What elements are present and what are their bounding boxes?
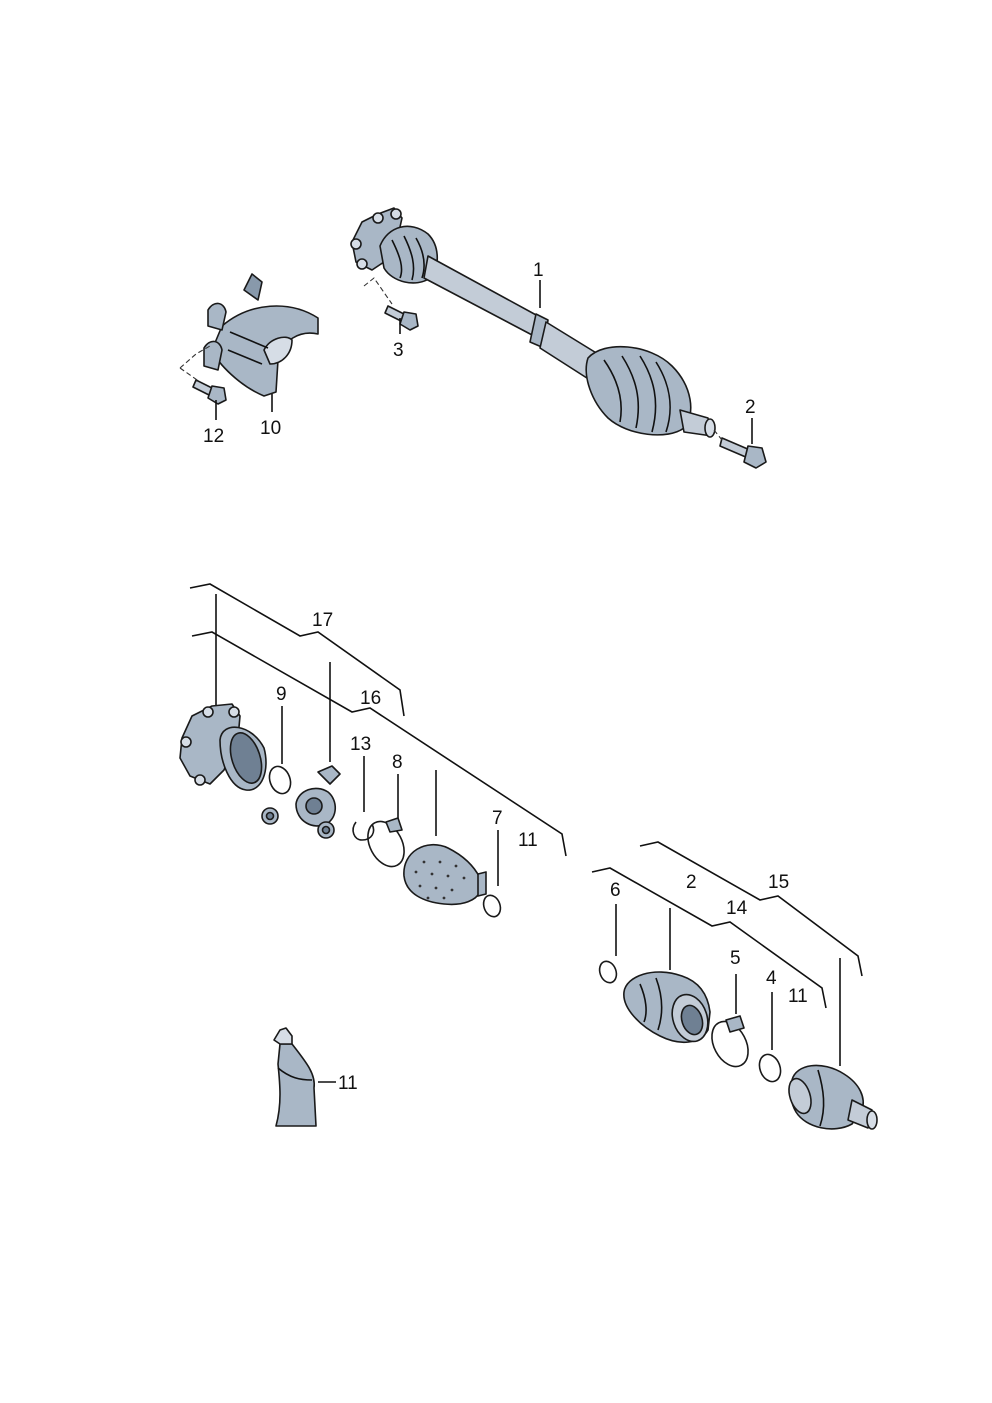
callout-label: 5: [730, 948, 741, 969]
callout-label: 2: [686, 872, 697, 893]
hose-clamp-large: [711, 1015, 749, 1068]
callout-label: 14: [726, 898, 748, 919]
outer-joint: [788, 1064, 878, 1130]
callout-label: 15: [768, 872, 789, 893]
circlip: [758, 1053, 782, 1083]
callout-label: 7: [492, 808, 503, 829]
callout-label: 9: [276, 684, 287, 705]
callout-label: 8: [392, 752, 403, 773]
joint-boot: [403, 843, 487, 906]
callout-label: 13: [350, 734, 371, 755]
assembly-line: [713, 429, 723, 441]
assembly-line: [363, 277, 393, 305]
kit-bracket-16: [191, 631, 567, 857]
callout-label: 17: [312, 610, 333, 631]
hose-clamp-large: [367, 817, 405, 868]
callout-label: 1: [533, 260, 544, 281]
callout-label: 11: [788, 986, 808, 1007]
assembly-line: [179, 345, 211, 383]
snap-ring: [352, 821, 375, 841]
tripod-star: [261, 765, 341, 839]
callout-label: 11: [338, 1073, 358, 1094]
kit-bracket-15: [639, 841, 863, 977]
callout-label: 4: [766, 968, 777, 989]
kit-bracket-17: [189, 583, 405, 717]
hex-bolt: [719, 437, 767, 469]
callout-label: 2: [745, 397, 756, 418]
bolt: [192, 379, 227, 405]
callout-label: 16: [360, 688, 381, 709]
callout-label: 6: [610, 880, 621, 901]
joint-boot: [623, 971, 711, 1043]
callout-label: 12: [203, 426, 224, 447]
inner-joint-flange: [179, 703, 267, 791]
heat-shield: [203, 273, 319, 397]
callout-label: 10: [260, 418, 281, 439]
callout-label: 3: [393, 340, 404, 361]
hose-clamp-small: [598, 960, 618, 984]
drive-shaft: [350, 207, 716, 438]
callout-label: 11: [518, 830, 538, 851]
hose-clamp-small: [482, 894, 502, 918]
kit-bracket-14: [591, 867, 827, 1009]
bolt: [384, 305, 419, 331]
grease-tube: [273, 1027, 317, 1127]
circlip: [268, 765, 292, 795]
